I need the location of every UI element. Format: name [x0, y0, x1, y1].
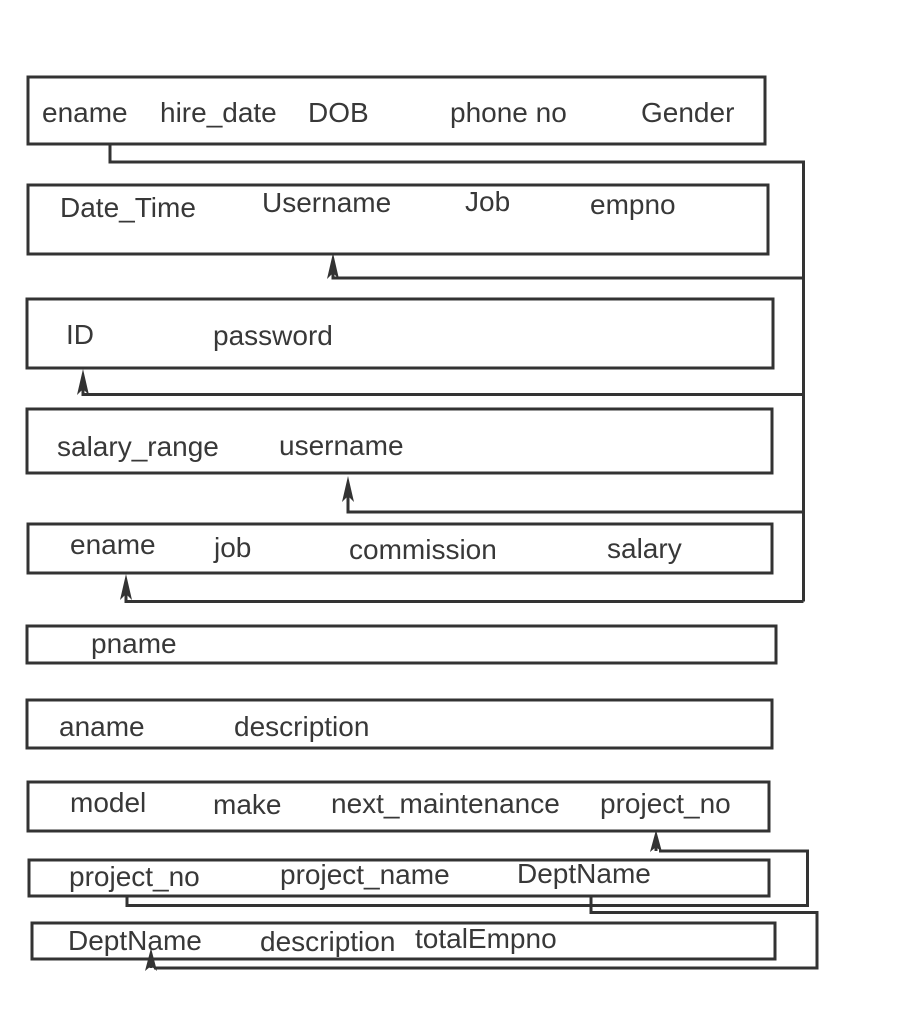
svg-text:totalEmpno: totalEmpno [415, 923, 557, 954]
svg-text:ID: ID [66, 319, 94, 350]
svg-text:Gender: Gender [641, 97, 734, 128]
svg-text:project_name: project_name [280, 859, 450, 890]
svg-text:password: password [213, 320, 333, 351]
svg-text:ename: ename [70, 529, 156, 560]
svg-text:project_no: project_no [69, 861, 200, 892]
svg-text:next_maintenance: next_maintenance [331, 788, 560, 819]
svg-text:description: description [260, 926, 395, 957]
svg-text:empno: empno [590, 189, 676, 220]
svg-text:username: username [279, 430, 404, 461]
svg-text:model: model [70, 787, 146, 818]
svg-text:pname: pname [91, 628, 177, 659]
svg-text:Date_Time: Date_Time [60, 192, 196, 223]
svg-text:project_no: project_no [600, 788, 731, 819]
svg-text:salary_range: salary_range [57, 431, 219, 462]
svg-text:phone no: phone no [450, 97, 567, 128]
svg-text:Username: Username [262, 187, 391, 218]
svg-text:commission: commission [349, 534, 497, 565]
svg-text:Job: Job [465, 186, 510, 217]
svg-text:aname: aname [59, 711, 145, 742]
svg-text:salary: salary [607, 533, 682, 564]
svg-text:job: job [213, 532, 251, 563]
svg-text:DeptName: DeptName [68, 925, 202, 956]
svg-text:DOB: DOB [308, 97, 369, 128]
svg-text:description: description [234, 711, 369, 742]
svg-text:DeptName: DeptName [517, 858, 651, 889]
svg-text:hire_date: hire_date [160, 97, 277, 128]
svg-text:ename: ename [42, 97, 128, 128]
svg-text:make: make [213, 789, 281, 820]
